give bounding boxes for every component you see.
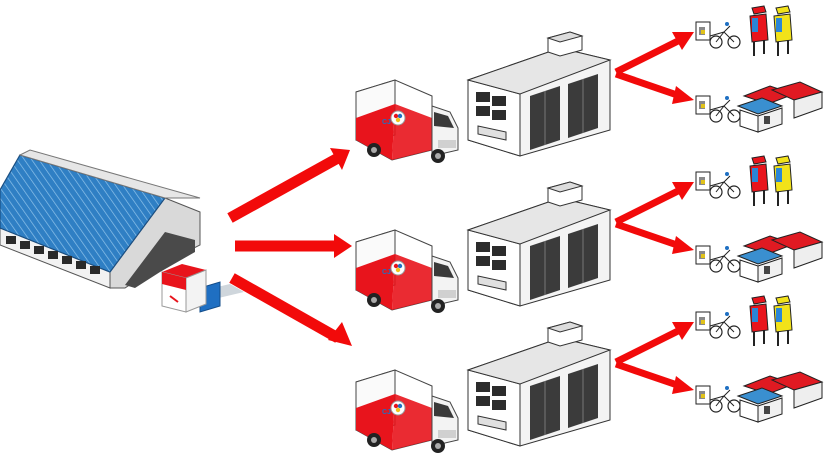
person-icon — [773, 295, 793, 346]
arrows-hub-to-trucks — [227, 148, 352, 346]
branch-middle: CJ — [355, 155, 824, 313]
svg-text:CJ: CJ — [382, 119, 391, 126]
arrow-to-houses — [614, 70, 694, 104]
bicycle-courier-icon — [695, 21, 741, 49]
customers-people-icon — [695, 295, 793, 346]
arrows-depot-to-destinations — [614, 182, 694, 254]
arrow-to-people — [614, 182, 694, 226]
bicycle-courier-icon — [695, 245, 741, 273]
person-icon — [749, 155, 769, 206]
arrow-to-middle-truck — [235, 234, 352, 258]
arrow-to-top-truck — [227, 148, 350, 223]
customers-houses-icon — [695, 231, 824, 283]
arrow-to-people — [614, 322, 694, 366]
depot-building — [466, 321, 612, 447]
depot-building — [466, 181, 612, 307]
bicycle-courier-icon — [695, 311, 741, 339]
branch-top: CJ — [355, 5, 824, 163]
branch-bottom: CJ — [355, 295, 824, 453]
central-warehouse — [0, 149, 201, 289]
person-icon — [773, 155, 793, 206]
customers-people-icon — [695, 5, 793, 56]
person-icon — [749, 295, 769, 346]
arrow-to-bottom-truck — [229, 273, 352, 346]
bicycle-courier-icon — [695, 385, 741, 413]
delivery-truck: CJ — [355, 369, 459, 453]
svg-text:CJ: CJ — [382, 269, 391, 276]
bicycle-courier-icon — [695, 95, 741, 123]
customers-people-icon — [695, 155, 793, 206]
house-icon — [736, 371, 824, 423]
delivery-truck: CJ — [355, 79, 459, 163]
house-icon — [736, 231, 824, 283]
arrows-depot-to-destinations — [614, 32, 694, 104]
arrows-depot-to-destinations — [614, 322, 694, 394]
parcel-stack-icon — [161, 264, 244, 313]
customers-houses-icon — [695, 371, 824, 423]
bicycle-courier-icon — [695, 171, 741, 199]
customers-houses-icon — [695, 81, 824, 133]
warehouse-windows — [6, 236, 100, 274]
depot-building — [466, 31, 612, 157]
person-icon — [773, 5, 793, 56]
arrow-to-houses — [614, 360, 694, 394]
house-icon — [736, 81, 824, 133]
delivery-truck: CJ — [355, 229, 459, 313]
arrow-to-people — [614, 32, 694, 76]
person-icon — [749, 5, 769, 56]
arrow-to-houses — [614, 220, 694, 254]
svg-text:CJ: CJ — [382, 409, 391, 416]
